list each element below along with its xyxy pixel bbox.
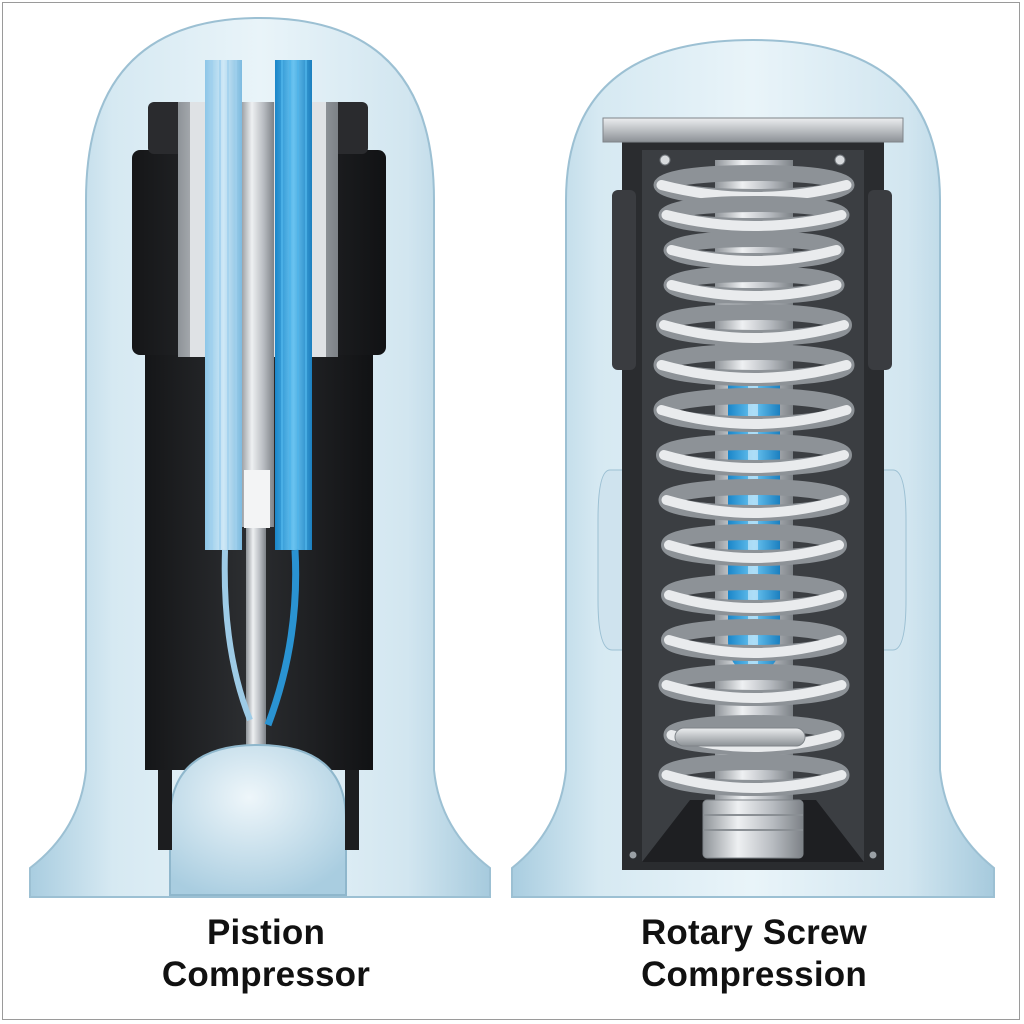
right-frame-upper-right <box>868 190 892 370</box>
right-bolt-4 <box>869 851 877 859</box>
right-cross-pin <box>674 727 806 747</box>
coil-loop-highlight-6 <box>656 360 852 383</box>
left-piston-rod-guide <box>240 102 274 527</box>
left-caption-line2: Compressor <box>161 955 371 994</box>
rotary-screw-compressor <box>511 38 995 898</box>
coil-loop-highlight-10 <box>664 540 844 563</box>
left-connecting-rod <box>246 528 266 758</box>
left-tube-pale <box>221 549 253 722</box>
left-exhaust-lines <box>281 60 307 550</box>
right-screw-coils <box>653 165 855 796</box>
right-side-boss-left <box>597 469 626 651</box>
right-caption-line2: Compression <box>641 955 867 994</box>
coil-loop-highlight-12 <box>664 635 844 658</box>
right-caption: Rotary Screw Compression <box>554 912 954 996</box>
coil-loop-highlight-9 <box>661 495 847 518</box>
right-side-boss-right <box>879 469 907 651</box>
left-crankcase-dome <box>169 743 347 896</box>
right-bolt-2 <box>834 154 846 166</box>
coil-loop-highlight-13 <box>661 680 847 703</box>
left-intake-lines <box>211 60 237 550</box>
left-caption-line1: Pistion <box>206 913 326 952</box>
right-bolt-3 <box>629 851 637 859</box>
right-bolt-1 <box>659 154 671 166</box>
coil-loop-highlight-4 <box>666 280 842 301</box>
coil-loop-highlight-7 <box>656 405 852 429</box>
coil-loop-highlight-5 <box>659 320 849 343</box>
right-caption-line1: Rotary Screw <box>640 913 868 952</box>
left-body-flange-r <box>345 770 359 850</box>
piston-compressor <box>29 16 491 898</box>
coil-loop-highlight-2 <box>661 210 847 231</box>
right-frame-upper-left <box>612 190 636 370</box>
coil-loop-highlight-8 <box>659 450 849 473</box>
coil-loop-highlight-11 <box>664 590 844 613</box>
right-top-plate <box>602 117 904 143</box>
left-body-flange-l <box>158 770 172 850</box>
coil-loop-highlight-3 <box>666 245 842 266</box>
left-rod-collar <box>244 470 270 528</box>
left-caption: Pistion Compressor <box>66 912 466 996</box>
coil-loop-highlight-15 <box>661 770 847 793</box>
left-tube-blue <box>264 549 300 727</box>
